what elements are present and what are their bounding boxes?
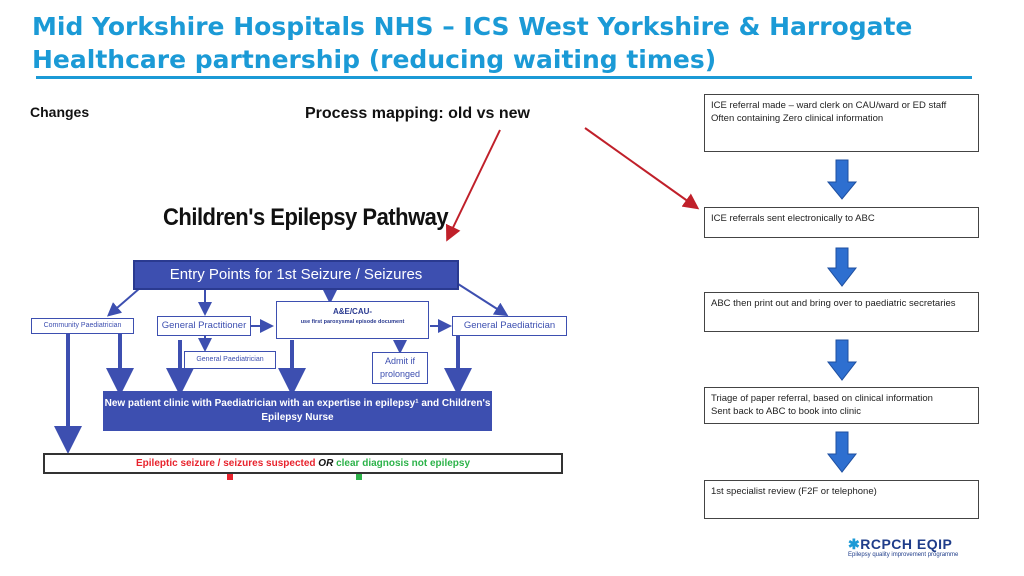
logo-tagline: Epilepsy quality improvement programme (848, 552, 959, 558)
annotation-arrow-new (584, 127, 700, 210)
flow-step-2: ICE referrals sent electronically to ABC (704, 207, 979, 238)
logo-star-icon: ✱ (848, 536, 861, 552)
result-not-epilepsy: clear diagnosis not epilepsy (336, 458, 471, 469)
community-paediatrician-box: Community Paediatrician (31, 318, 134, 334)
pathway-connectors (106, 281, 509, 354)
ae-cau-note: use first paroxysmal episode document (300, 319, 405, 325)
result-suspected: Epileptic seizure / seizures suspected (135, 458, 316, 469)
pathway-title: Children's Epilepsy Pathway (163, 203, 449, 231)
slide-title: Mid Yorkshire Hospitals NHS – ICS West Y… (32, 12, 913, 74)
general-practitioner-box: General Practitioner (157, 316, 251, 336)
result-box: Epileptic seizure / seizures suspected O… (43, 453, 563, 474)
flow-arrows (826, 159, 858, 473)
process-mapping-label: Process mapping: old vs new (305, 105, 530, 122)
changes-label: Changes (30, 104, 90, 120)
result-or: OR (318, 458, 334, 469)
flow-step-4: Triage of paper referral, based on clini… (704, 387, 979, 424)
general-paediatrician-small-box: General Paediatrician (184, 351, 276, 369)
ae-cau-label: A&E/CAU- (332, 307, 373, 316)
general-paediatrician-box: General Paediatrician (452, 316, 567, 336)
title-underline (36, 76, 972, 79)
ae-cau-box: A&E/CAU- use first paroxysmal episode do… (276, 301, 429, 339)
red-marker (227, 474, 233, 480)
annotation-arrow-old (445, 129, 501, 242)
flow-step-3: ABC then print out and bring over to pae… (704, 292, 979, 332)
new-patient-clinic-box: New patient clinic with Paediatrician wi… (103, 391, 492, 431)
flow-step-1: ICE referral made – ward clerk on CAU/wa… (704, 94, 979, 152)
admit-if-prolonged-box: Admit if prolonged (372, 352, 428, 384)
green-marker (356, 474, 362, 480)
rcpch-eqip-logo: ✱RCPCH EQIP Epilepsy quality improvement… (848, 536, 958, 558)
logo-name: RCPCH EQIP (860, 536, 953, 552)
entry-points-box: Entry Points for 1st Seizure / Seizures (133, 260, 459, 290)
flow-step-5: 1st specialist review (F2F or telephone) (704, 480, 979, 519)
